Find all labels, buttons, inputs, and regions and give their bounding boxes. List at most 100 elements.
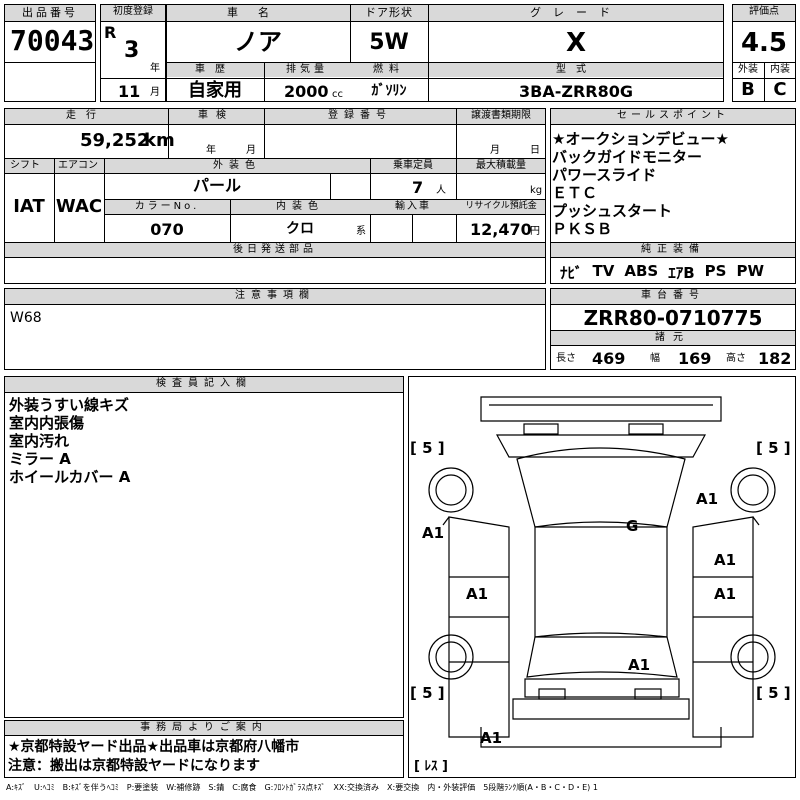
- office-notice-box: [4, 720, 404, 778]
- document-day-unit: 日: [530, 145, 540, 156]
- tire-rear-right: [ 5 ]: [756, 684, 791, 702]
- inspector-notes: 外装うすい線キズ 室内内張傷 室内汚れ ミラー A ホイールカバー A: [9, 396, 130, 486]
- color-number-label: カラーNo.: [134, 201, 200, 212]
- office-notice-line: ★京都特設ヤード出品★出品車は京都府八幡市: [8, 739, 300, 755]
- damage-left-rear-door: A1: [466, 585, 489, 603]
- inspector-note: ホイールカバー A: [9, 468, 131, 486]
- document-month-unit: 月: [490, 145, 500, 156]
- fuel-label: 燃料: [373, 64, 405, 75]
- rear-glass-outline: [526, 632, 678, 678]
- first-registration-label: 初度登録: [113, 6, 153, 17]
- model-label: 型式: [556, 64, 596, 75]
- inspection-year-unit: 年: [206, 145, 216, 156]
- car-diagram: [428, 396, 776, 748]
- left-side-outline: [448, 516, 510, 738]
- length-label: 長さ: [556, 353, 576, 364]
- right-side-outline: [692, 516, 754, 738]
- recycle-deposit: 12,470: [470, 220, 532, 239]
- inspector-label: 検査員記入欄: [156, 378, 252, 389]
- score-label: 評価点: [749, 6, 779, 17]
- exterior-color-label: 外装色: [213, 160, 261, 171]
- hood-outline: [495, 434, 707, 458]
- sales-point-item: ＥＴＣ: [552, 184, 598, 202]
- month-unit: 月: [150, 87, 160, 98]
- wheel-front-left: [428, 467, 474, 513]
- inspector-box: [4, 376, 404, 718]
- grade-label: グレード: [530, 6, 622, 19]
- damage-right-front-fender: A1: [696, 490, 719, 508]
- exterior-color: パール: [192, 176, 241, 195]
- sales-point-item: プッシュスタート: [552, 202, 673, 220]
- sales-point-item: ＰＫＳＢ: [552, 220, 613, 238]
- mileage: 59,252: [80, 130, 150, 151]
- roof-outline: [534, 526, 668, 638]
- aircon: WAC: [55, 196, 103, 217]
- registration-year: 3: [124, 38, 140, 63]
- import-label: 輸入車: [395, 201, 431, 212]
- mileage-label: 走行: [66, 110, 106, 121]
- grade: X: [565, 28, 587, 58]
- damage-right-front-door: A1: [714, 551, 737, 569]
- damage-left-front-door: A1: [422, 524, 445, 542]
- equipment-item: ﾅﾋﾞ: [560, 264, 583, 282]
- dimensions-label: 諸元: [655, 332, 691, 343]
- main-info-box: [166, 4, 724, 102]
- inspection-month-unit: 月: [246, 145, 256, 156]
- wheel-rear-right: [730, 634, 776, 680]
- tire-front-left: [ 5 ]: [410, 439, 445, 457]
- capacity: 7: [412, 178, 424, 197]
- length-value: 469: [592, 349, 626, 368]
- recycle-unit: 円: [530, 226, 540, 237]
- model-code: 3BA-ZRR80G: [519, 82, 633, 101]
- later-parts-label: 後日発送部品: [233, 244, 317, 255]
- car-history: 自家用: [188, 80, 242, 101]
- sales-point-item: バックガイドモニター: [552, 148, 703, 166]
- displacement: 2000: [284, 82, 329, 101]
- damage-diagram-box: [408, 376, 796, 778]
- equipment-item: ｴｱB: [668, 264, 695, 282]
- aircon-label: エアコン: [58, 160, 98, 171]
- legend-text: A:ｷｽﾞ U:ﾍｺﾐ B:ｷｽﾞを伴うﾍｺﾐ P:要塗装 W:補修跡 S:錆 …: [6, 783, 598, 792]
- wheel-front-right: [730, 467, 776, 513]
- capacity-label: 乗車定員: [393, 160, 433, 171]
- car-name: ノア: [234, 28, 282, 56]
- mileage-unit: km: [144, 130, 175, 151]
- color-number: 070: [150, 220, 184, 239]
- notes-text: W68: [10, 310, 42, 326]
- wheel-rear-left: [428, 634, 474, 680]
- interior-color-unit: 系: [356, 226, 366, 237]
- interior-label: 内装: [770, 64, 790, 75]
- rear-bumper-outline: [512, 698, 690, 720]
- registration-number-label: 登録番号: [328, 110, 392, 121]
- width-label: 幅: [650, 353, 660, 364]
- notes-label: 注意事項欄: [235, 290, 315, 301]
- headlight-left: [523, 423, 559, 435]
- sales-point-item: ★オークションデビュー★: [552, 130, 729, 148]
- fuel: ｶﾞｿﾘﾝ: [371, 83, 407, 99]
- year-unit: 年: [150, 63, 160, 74]
- recycle-label: リサイクル預託金: [465, 201, 537, 211]
- vehicle-details-box: [4, 108, 546, 284]
- headlight-right: [628, 423, 664, 435]
- height-label: 高さ: [726, 353, 746, 364]
- max-load-label: 最大積載量: [476, 160, 526, 171]
- notes-box: [4, 288, 546, 370]
- document-deadline-label: 譲渡書類期限: [471, 110, 531, 121]
- displacement-label: 排気量: [286, 64, 328, 75]
- equipment-label: 純正装備: [641, 244, 705, 255]
- lot-number-label: 出品番号: [22, 6, 78, 19]
- shift-label: シフト: [10, 160, 40, 171]
- sales-points-label: セールスポイント: [617, 110, 729, 121]
- sales-points-list: ★オークションデビュー★ バックガイドモニター パワースライド ＥＴＣ プッシュ…: [552, 130, 729, 238]
- sales-points-box: [550, 108, 796, 284]
- sales-point-item: パワースライド: [552, 166, 657, 184]
- equipment-item: TV: [592, 262, 615, 280]
- office-notice-line: 注意：搬出は京都特設ヤードになります: [8, 758, 260, 774]
- exterior-grade: B: [741, 79, 755, 100]
- damage-rear-bumper: A1: [480, 729, 503, 747]
- era: R: [104, 23, 117, 42]
- max-load-unit: kg: [530, 185, 543, 196]
- damage-windshield: G: [626, 517, 639, 535]
- damage-right-rear-door: A1: [714, 585, 737, 603]
- height-value: 182: [758, 349, 792, 368]
